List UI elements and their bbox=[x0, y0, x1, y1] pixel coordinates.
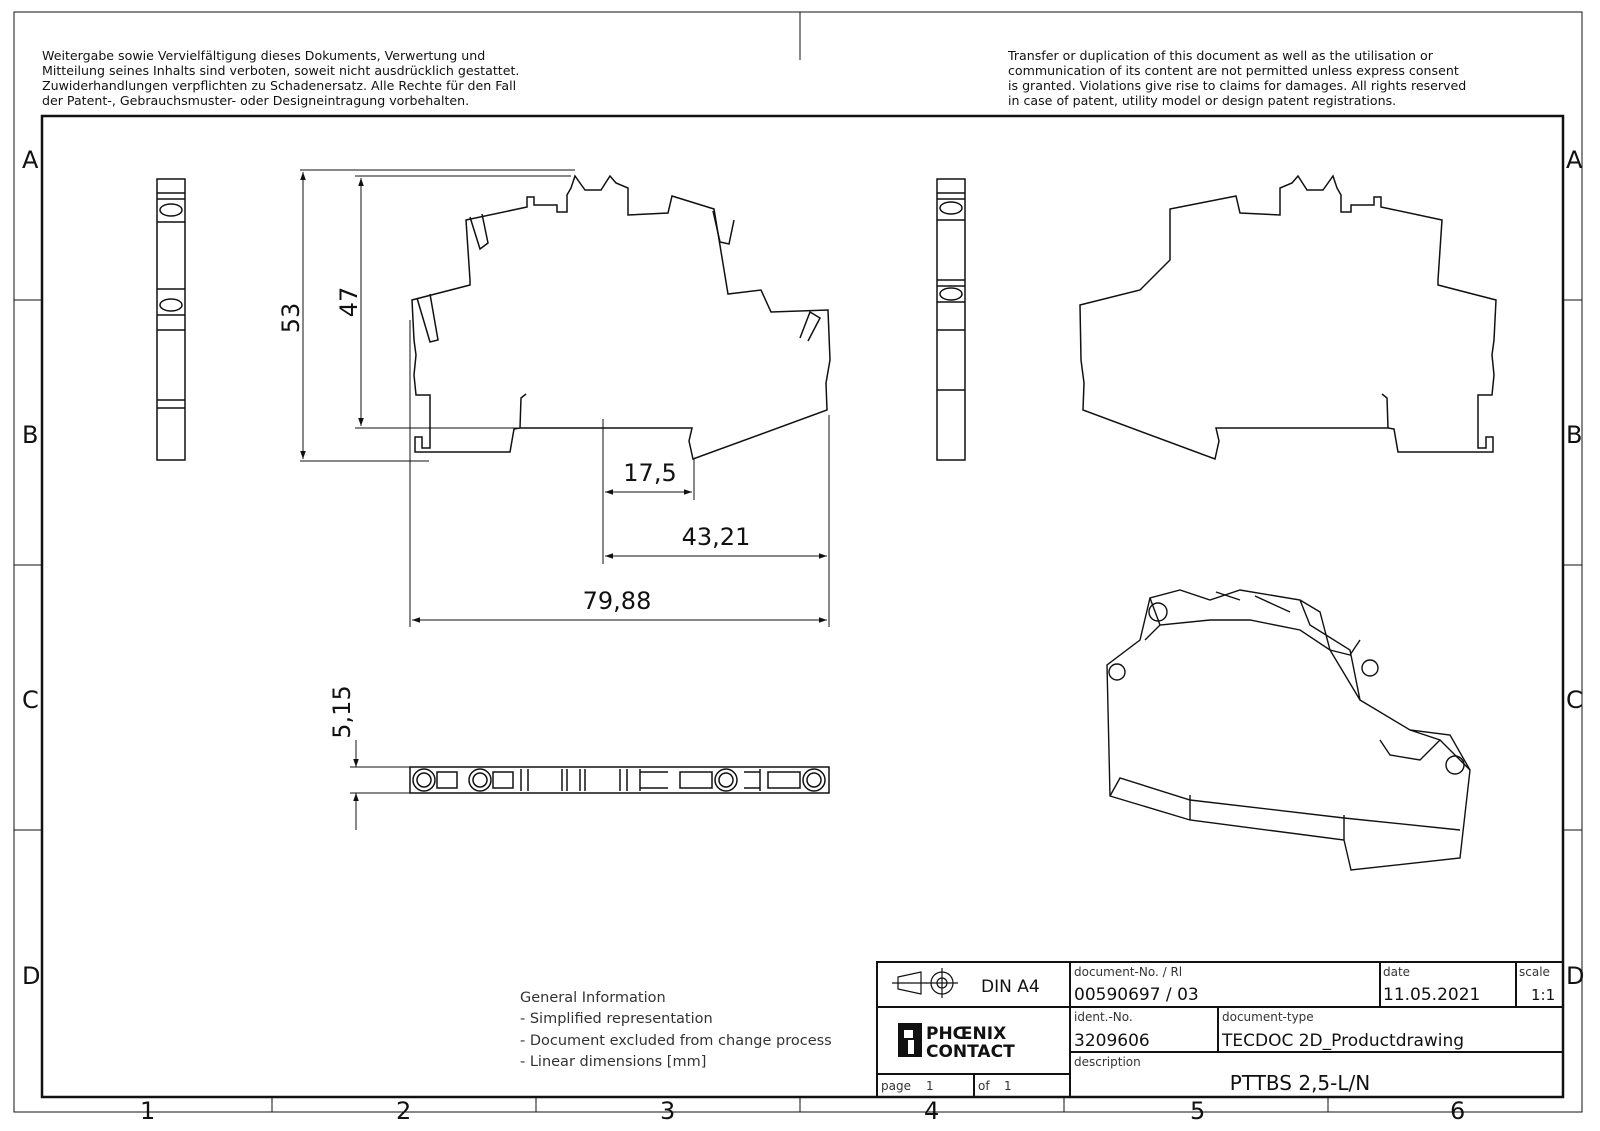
of-label: of bbox=[978, 1079, 990, 1093]
legal-notice-english: Transfer or duplication of this document… bbox=[1007, 48, 1466, 108]
ident-number-value: 3209606 bbox=[1074, 1031, 1150, 1051]
dimension-thickness: 5,15 bbox=[328, 685, 356, 738]
top-view-strip bbox=[409, 766, 830, 794]
back-view bbox=[1079, 174, 1497, 461]
legal-notice-en-line-4: in case of patent, utility model or desi… bbox=[1008, 93, 1396, 108]
dimension-values: 53 47 17,5 43,21 79,88 5,15 bbox=[277, 287, 750, 739]
legal-notice-de-line-1: Weitergabe sowie Vervielfältigung dieses… bbox=[42, 48, 485, 63]
front-view-main bbox=[411, 174, 831, 460]
title-block: DIN A4 PHŒNIX CONTACT page 1 of 1 docume… bbox=[876, 961, 1564, 1098]
general-information: General Information - Simplified represe… bbox=[520, 990, 832, 1070]
legal-notice-de-line-4: der Patent-, Gebrauchsmuster- oder Desig… bbox=[42, 93, 469, 108]
zone-col-4: 4 bbox=[924, 1097, 939, 1125]
date-label: date bbox=[1383, 965, 1410, 979]
dimension-width-offset: 43,21 bbox=[682, 523, 751, 551]
document-number-value: 00590697 / 03 bbox=[1074, 985, 1199, 1005]
zone-col-5: 5 bbox=[1190, 1097, 1205, 1125]
zone-row-labels: A B C D A B C D bbox=[22, 146, 1584, 990]
legal-notice-en-line-1: Transfer or duplication of this document… bbox=[1007, 48, 1434, 63]
ident-number-label: ident.-No. bbox=[1074, 1010, 1133, 1024]
document-type-label: document-type bbox=[1222, 1010, 1314, 1024]
document-type-value: TECDOC 2D_Productdrawing bbox=[1221, 1031, 1464, 1051]
zone-row-b-left: B bbox=[22, 421, 38, 449]
zone-row-c-left: C bbox=[22, 686, 39, 714]
zone-row-b-right: B bbox=[1566, 421, 1582, 449]
side-view-left bbox=[156, 178, 186, 461]
general-info-item-3: - Linear dimensions [mm] bbox=[520, 1054, 706, 1070]
dimension-width-rail: 17,5 bbox=[623, 459, 676, 487]
page-value: 1 bbox=[926, 1079, 934, 1093]
dimension-height-overall: 53 bbox=[277, 303, 305, 334]
dimension-width-overall: 79,88 bbox=[583, 587, 652, 615]
description-value: PTTBS 2,5-L/N bbox=[1230, 1071, 1370, 1095]
scale-label: scale bbox=[1519, 965, 1550, 979]
brand-name-line-1: PHŒNIX bbox=[926, 1024, 1006, 1044]
dimension-height-inner: 47 bbox=[335, 287, 363, 318]
description-label: description bbox=[1074, 1055, 1141, 1069]
zone-row-a-right: A bbox=[1566, 146, 1583, 174]
projection-symbol-icon bbox=[892, 968, 958, 998]
zone-column-labels: 1 2 3 4 5 6 bbox=[140, 1097, 1465, 1125]
general-info-item-1: - Simplified representation bbox=[520, 1011, 713, 1027]
of-value: 1 bbox=[1004, 1079, 1012, 1093]
zone-row-d-right: D bbox=[1566, 962, 1584, 990]
format-label: DIN A4 bbox=[981, 977, 1040, 997]
legal-notice-de-line-2: Mitteilung seines Inhalts sind verboten,… bbox=[42, 63, 519, 78]
brand-name-line-2: CONTACT bbox=[926, 1042, 1015, 1062]
general-info-item-2: - Document excluded from change process bbox=[520, 1033, 832, 1049]
legal-notice-en-line-3: is granted. Violations give rise to clai… bbox=[1008, 78, 1466, 93]
dimension-lines bbox=[300, 169, 830, 830]
phoenix-contact-logo: PHŒNIX CONTACT bbox=[898, 1023, 1015, 1062]
date-value: 11.05.2021 bbox=[1383, 985, 1480, 1005]
isometric-view bbox=[1106, 589, 1471, 871]
zone-col-6: 6 bbox=[1450, 1097, 1465, 1125]
document-number-label: document-No. / Rl bbox=[1074, 965, 1182, 979]
legal-notice-en-line-2: communication of its content are not per… bbox=[1008, 63, 1459, 78]
sheet-frame bbox=[13, 11, 1583, 1113]
general-info-title: General Information bbox=[520, 990, 666, 1006]
zone-row-d-left: D bbox=[22, 962, 40, 990]
legal-notice-de-line-3: Zuwiderhandlungen verpflichten zu Schade… bbox=[42, 78, 516, 93]
zone-col-2: 2 bbox=[396, 1097, 411, 1125]
legal-notice-german: Weitergabe sowie Vervielfältigung dieses… bbox=[42, 48, 519, 108]
page-label: page bbox=[881, 1079, 911, 1093]
side-view-right bbox=[936, 178, 966, 461]
zone-col-3: 3 bbox=[660, 1097, 675, 1125]
zone-col-1: 1 bbox=[140, 1097, 155, 1125]
zone-row-a-left: A bbox=[22, 146, 39, 174]
zone-row-c-right: C bbox=[1566, 686, 1583, 714]
scale-value: 1:1 bbox=[1531, 986, 1555, 1004]
